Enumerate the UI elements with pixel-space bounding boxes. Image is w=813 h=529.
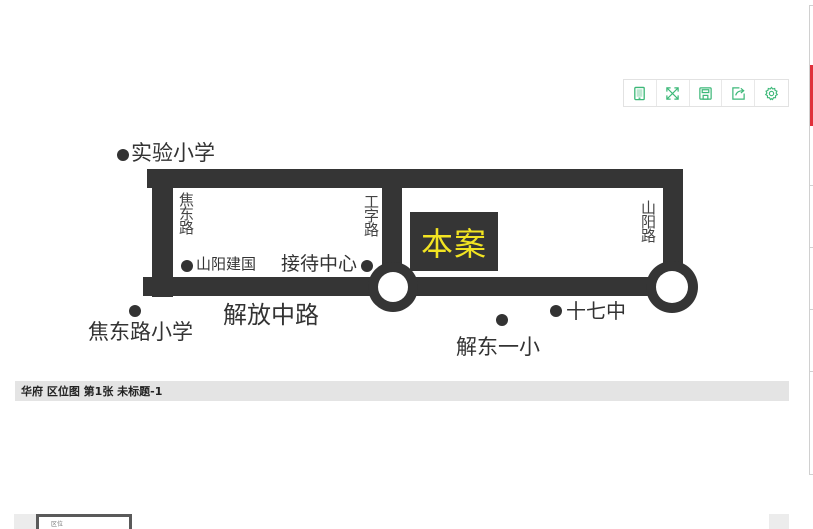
save-button[interactable]: [690, 80, 723, 106]
settings-button[interactable]: [755, 80, 788, 106]
tablet-icon: [634, 86, 646, 100]
fullscreen-icon: [666, 86, 679, 100]
image-caption: 华府 区位图 第1张 未标题-1: [21, 385, 163, 398]
thumbnail-prev-button[interactable]: [14, 514, 36, 529]
device-view-button[interactable]: [624, 80, 657, 106]
road-label: 焦东路: [177, 192, 195, 234]
scrollbar-thumb[interactable]: [810, 65, 813, 126]
scrollbar-track[interactable]: [809, 5, 810, 475]
image-toolbar: [623, 79, 789, 107]
scrollbar-tick: [809, 185, 813, 186]
landmark-label: 山阳建国: [196, 255, 257, 273]
road-label: 工字路: [362, 194, 380, 236]
share-icon: [732, 86, 745, 100]
landmark-label: 解东一小: [456, 335, 540, 359]
scrollbar-tick: [809, 247, 813, 248]
project-label: 本案: [420, 224, 487, 263]
landmark-label: 十七中: [566, 299, 626, 323]
scrollbar-tick: [809, 371, 813, 372]
road-label: 解放中路: [223, 301, 319, 329]
landmark-label: 焦东路小学: [88, 320, 193, 344]
scrollbar-tick: [809, 5, 813, 6]
location-map-image: 实验小学 焦东路 工字路 山阳路 山阳建国 接待中心 解放中路 焦东路小学 解东…: [0, 130, 789, 375]
thumbnail-selected[interactable]: 区位: [36, 514, 132, 529]
road-map-graphic: [117, 149, 698, 326]
image-caption-bar: 华府 区位图 第1张 未标题-1: [15, 381, 789, 401]
thumbnail-label: 区位: [51, 521, 64, 528]
scrollbar-tick: [809, 309, 813, 310]
scrollbar-tick: [809, 474, 813, 475]
share-button[interactable]: [722, 80, 756, 106]
landmark-label: 接待中心: [281, 253, 358, 275]
project-marker: 本案: [410, 212, 498, 271]
save-icon: [699, 86, 712, 100]
landmark-label: 实验小学: [131, 141, 215, 165]
settings-icon: [764, 85, 779, 100]
road-label: 山阳路: [639, 200, 657, 242]
thumbnail-next-button[interactable]: [769, 514, 789, 529]
fullscreen-button[interactable]: [657, 80, 690, 106]
